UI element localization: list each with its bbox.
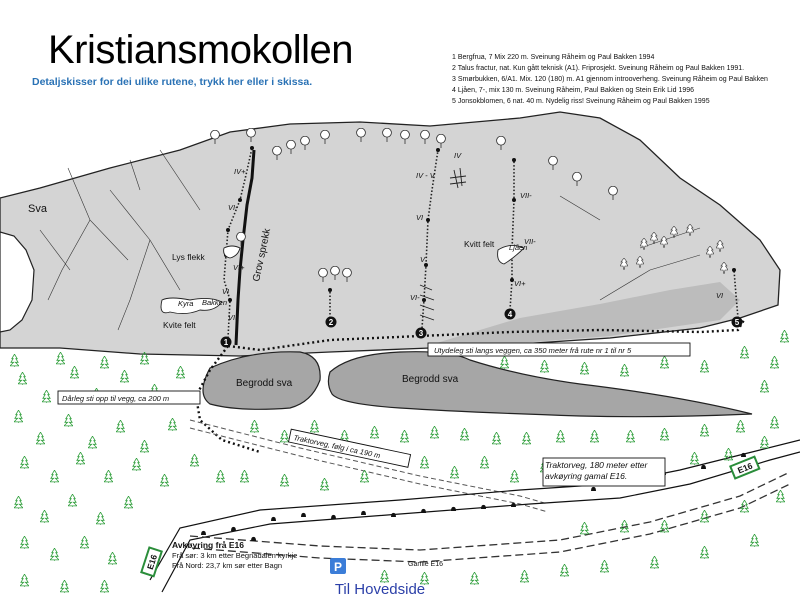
old-e16-road-b [191,483,791,563]
begrodd-sva-left[interactable] [202,351,321,410]
label-begrodd-sva-left: Begrodd sva [236,378,293,389]
route-marker-5[interactable]: 5 [731,316,743,328]
old-e16-label: Gamle E16 [408,561,443,568]
wall-path [227,319,746,352]
route-list: 1 Bergfrua, 7 Mix 220 m. Sveinung Råheim… [452,52,800,107]
begrodd-sva-right[interactable] [327,351,753,418]
grade-r3-4: VI- [410,293,420,302]
e16-sign-left: E16 [140,546,163,578]
exit-title: Avkøyring frå E16 [172,540,244,550]
grade-r1-2: VI- [228,203,238,212]
grade-r1-3: VI+ [233,263,245,272]
grade-r1-1: IV+ [234,167,246,176]
grade-r3-1: IV - V [416,171,436,180]
label-begrodd-sva-right: Begrodd sva [402,374,459,385]
home-link[interactable]: Til Hovedside [334,581,426,598]
route-markers: 1 2 3 4 5 [220,308,743,348]
route-5-line [733,269,739,319]
callout-wall-path-text: Utydeleg sti langs veggen, ca 350 meter … [434,346,632,355]
exit-south: Frå sør: 3 km etter Begnadalen kyrkje [172,551,297,560]
route-number-1: 1 [224,338,229,347]
label-kvite-felt: Kvite felt [163,320,196,330]
label-kvitt-felt: Kvitt felt [464,239,495,249]
route-list-item-2: 2 Talus fractur, nat. Kun gått teknisk (… [452,65,745,72]
approach-paths [194,319,746,454]
route3-hatch [419,167,467,321]
lys-flekk-patch[interactable] [223,245,241,259]
grade-r1-4: VI [222,287,229,296]
label-bakken: Bakken [202,298,227,307]
callout-tractor-road-2-text: Traktorveg, 180 meter etter avkøyring ga… [545,460,648,481]
route-list-item-5: 5 Jonsokblomen, 6 nat. 40 m. Nydelig ris… [452,98,710,105]
callout-poor-path-text: Dårleg sti opp til vegg, ca 200 m [62,394,169,403]
route-number-5: 5 [735,318,740,327]
label-kyra: Kyra [178,299,193,308]
callout-wall-path: Utydeleg sti langs veggen, ca 350 meter … [427,342,691,357]
grade-r1-5: VII [228,313,237,322]
grade-r3-2: VI [416,213,423,222]
grade-r4-4: VI+ [514,279,526,288]
route-number-4: 4 [508,310,513,319]
route-marker-3[interactable]: 3 [415,327,427,339]
route-marker-4[interactable]: 4 [504,308,516,320]
label-sva: Sva [28,203,48,215]
route-marker-1[interactable]: 1 [220,336,232,348]
grade-r4-1: IV [454,151,462,160]
parking-sign: P [330,558,346,574]
detail-sketch-link[interactable]: Detaljskisser for dei ulike rutene, tryk… [32,76,313,88]
page-title: Kristiansmokollen [48,28,353,72]
label-lys-flekk: Lys flekk [172,252,206,262]
grade-r3-3: V [420,255,426,264]
route-number-3: 3 [419,329,424,338]
old-e16-road [189,471,791,551]
slab-cracks [39,149,701,331]
route-list-item-3: 3 Smørbukken, 6/A1. Mix. 120 (180) m. A1… [452,76,768,83]
label-ljaen: Ljåen [509,243,527,252]
route-list-item-4: 4 Ljåen, 7-, mix 130 m. Sveinung Råheim,… [452,87,695,94]
route-marker-2[interactable]: 2 [325,316,337,328]
rock-band [430,282,740,345]
grade-r4-2: VII- [520,191,532,200]
callout-tractor-road-2: Traktorveg, 180 meter etter avkøyring ga… [542,457,666,487]
grade-r4-3: VII- [524,237,536,246]
kvitt-felt-patch[interactable] [497,245,525,265]
e16-sign-right: E16 [729,455,761,480]
grade-r5-1: VI [716,291,723,300]
callout-poor-path: Dårleg sti opp til vegg, ca 200 m [57,390,201,405]
cliff-notch [0,231,35,333]
parking-sign-text: P [334,560,342,574]
exit-north: Frå Nord: 23,7 km sør etter Bagn [172,561,282,570]
callout-tractor-road: Traktorveg, følg i ca 190 m [288,428,412,468]
poor-path [194,345,261,454]
tractor-roads [189,419,549,513]
e16-sign-left-text: E16 [145,553,159,571]
kvite-felt-patch[interactable] [160,297,223,315]
route-number-2: 2 [329,318,334,327]
route-list-item-1: 1 Bergfrua, 7 Mix 220 m. Sveinung Råheim… [452,54,655,61]
